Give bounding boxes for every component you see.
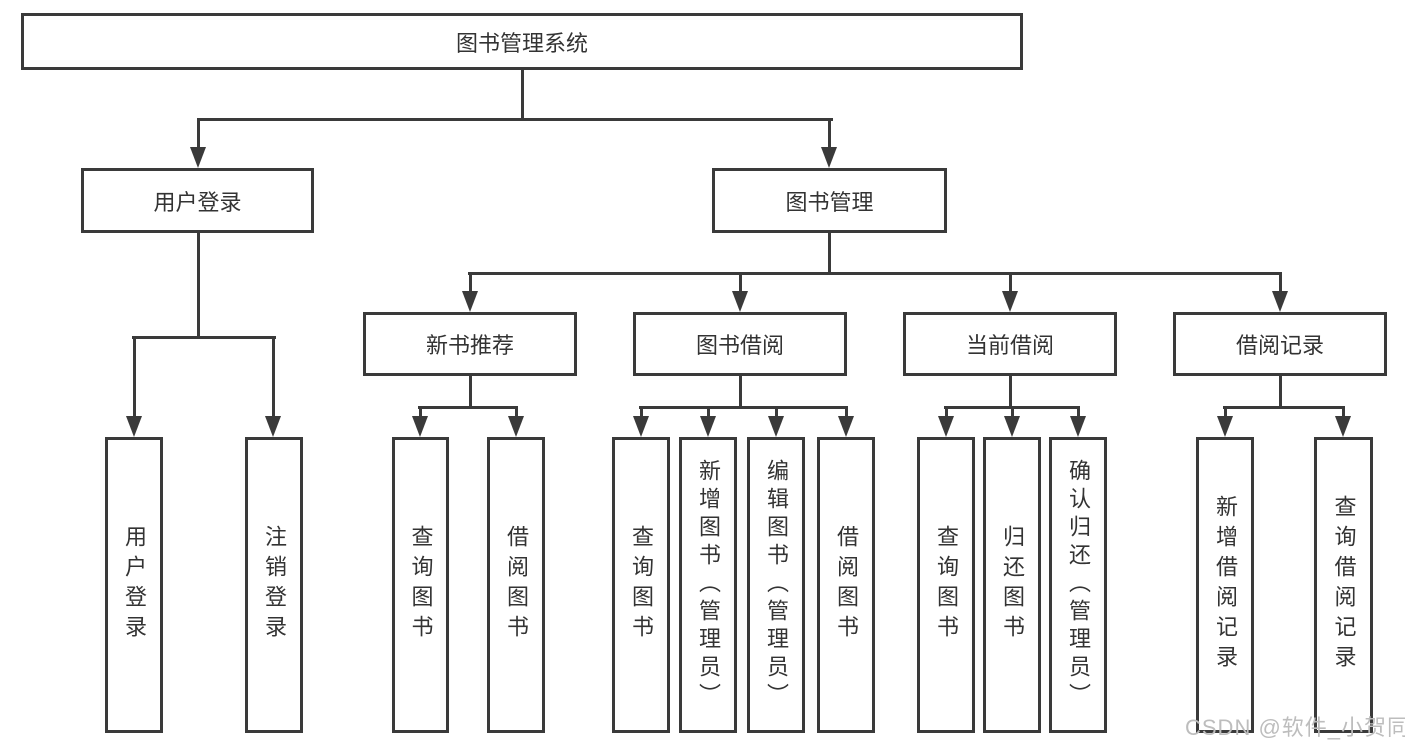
- arrowhead-bb-borrow: [838, 416, 854, 437]
- arrowhead-bb-query: [633, 416, 649, 437]
- edge-br-stem: [1279, 376, 1282, 406]
- node-leaf-br-add-record: 新增借阅记录: [1196, 437, 1254, 733]
- edge-to-cb-confirm: [1077, 406, 1080, 417]
- node-book-management: 图书管理: [712, 168, 947, 233]
- node-new-book-recommend: 新书推荐: [363, 312, 577, 376]
- edge-to-book-management: [828, 118, 831, 149]
- arrowhead-borrow-records: [1272, 291, 1288, 312]
- edge-level2-branch: [197, 118, 833, 121]
- node-label: 借阅图书: [504, 525, 529, 645]
- edge-to-br-add: [1224, 406, 1227, 417]
- arrowhead-logout-leaf: [265, 416, 281, 437]
- node-label: 用户登录: [122, 525, 147, 645]
- arrowhead-bb-edit: [768, 416, 784, 437]
- edge-level3-branch: [468, 272, 1282, 275]
- arrowhead-cb-confirm: [1070, 416, 1086, 437]
- edge-to-bb-borrow: [845, 406, 848, 417]
- node-label: 借阅记录: [1235, 333, 1324, 358]
- node-label: 当前借阅: [965, 333, 1054, 358]
- edge-root-stem: [521, 70, 524, 118]
- edge-to-bb-query: [640, 406, 643, 417]
- arrowhead-current-borrow: [1002, 291, 1018, 312]
- arrowhead-br-add: [1217, 416, 1233, 437]
- node-label: 用户登录: [153, 189, 242, 215]
- node-borrowing-records: 借阅记录: [1173, 312, 1387, 376]
- node-label: 借阅图书: [834, 525, 859, 645]
- edge-to-cb-query: [945, 406, 948, 417]
- node-label: 图书管理: [785, 189, 874, 215]
- node-leaf-cb-return-books: 归还图书: [983, 437, 1041, 733]
- edge-book-mgmt-stem: [828, 233, 831, 272]
- arrowhead-login-leaf: [126, 416, 142, 437]
- node-book-borrowing: 图书借阅: [633, 312, 847, 376]
- arrowhead-br-query: [1335, 416, 1351, 437]
- edge-to-bb-edit: [775, 406, 778, 417]
- node-leaf-logout: 注销登录: [245, 437, 303, 733]
- edge-to-logout-leaf: [272, 336, 275, 416]
- edge-to-cb-return: [1011, 406, 1014, 417]
- node-label: 新书推荐: [425, 333, 514, 358]
- edge-to-book-borrow: [739, 272, 742, 292]
- node-label: 图书管理系统: [455, 30, 588, 56]
- node-leaf-bb-add-books-admin: 新增图书（管理员）: [679, 437, 737, 733]
- node-leaf-cb-confirm-return-admin: 确认归还（管理员）: [1049, 437, 1107, 733]
- edge-user-login-branch: [132, 336, 276, 339]
- node-label: 新增借阅记录: [1213, 495, 1238, 675]
- edge-to-bb-add: [707, 406, 710, 417]
- arrowhead-book-borrow: [732, 291, 748, 312]
- edge-cb-stem: [1009, 376, 1012, 406]
- arrowhead-new-book-rec: [462, 291, 478, 312]
- node-label: 查询图书: [629, 525, 654, 645]
- node-label: 注销登录: [262, 525, 287, 645]
- edge-bb-stem: [739, 376, 742, 406]
- edge-nbr-branch: [418, 406, 518, 409]
- edge-nbr-stem: [469, 376, 472, 406]
- edge-to-current-borrow: [1009, 272, 1012, 292]
- edge-to-new-book-rec: [469, 272, 472, 292]
- arrowhead-nbr-query: [412, 416, 428, 437]
- edge-to-nbr-query: [419, 406, 422, 417]
- node-label: 归还图书: [1000, 525, 1025, 645]
- edge-br-branch: [1223, 406, 1345, 409]
- node-leaf-bb-query-books: 查询图书: [612, 437, 670, 733]
- node-leaf-br-query-record: 查询借阅记录: [1314, 437, 1373, 733]
- node-leaf-nbr-borrow-books: 借阅图书: [487, 437, 545, 733]
- edge-bb-branch: [639, 406, 848, 409]
- arrowhead-bb-add: [700, 416, 716, 437]
- node-leaf-nbr-query-books: 查询图书: [392, 437, 449, 733]
- arrowhead-cb-query: [938, 416, 954, 437]
- arrowhead-nbr-borrow: [508, 416, 524, 437]
- arrowhead-cb-return: [1004, 416, 1020, 437]
- csdn-watermark: CSDN @软件_小贺同学: [1185, 715, 1405, 740]
- node-label: 编辑图书（管理员）: [764, 459, 789, 711]
- node-label: 确认归还（管理员）: [1066, 459, 1091, 711]
- arrowhead-book-management: [821, 147, 837, 168]
- node-label: 查询借阅记录: [1331, 495, 1357, 675]
- node-leaf-bb-edit-books-admin: 编辑图书（管理员）: [747, 437, 805, 733]
- node-label: 图书借阅: [695, 333, 784, 358]
- edge-to-user-login: [197, 118, 200, 149]
- node-leaf-user-login: 用户登录: [105, 437, 163, 733]
- node-leaf-bb-borrow-books: 借阅图书: [817, 437, 875, 733]
- node-label: 查询图书: [934, 525, 959, 645]
- edge-to-br-query: [1342, 406, 1345, 417]
- edge-to-nbr-borrow: [515, 406, 518, 417]
- arrowhead-user-login: [190, 147, 206, 168]
- node-user-login: 用户登录: [81, 168, 314, 233]
- node-label: 查询图书: [408, 525, 434, 645]
- node-library-management-system: 图书管理系统: [21, 13, 1023, 70]
- edge-to-borrow-records: [1279, 272, 1282, 292]
- edge-user-login-stem: [197, 233, 200, 336]
- node-leaf-cb-query-books: 查询图书: [917, 437, 975, 733]
- edge-to-login-leaf: [133, 336, 136, 416]
- node-label: 新增图书（管理员）: [696, 459, 721, 711]
- node-current-borrowing: 当前借阅: [903, 312, 1117, 376]
